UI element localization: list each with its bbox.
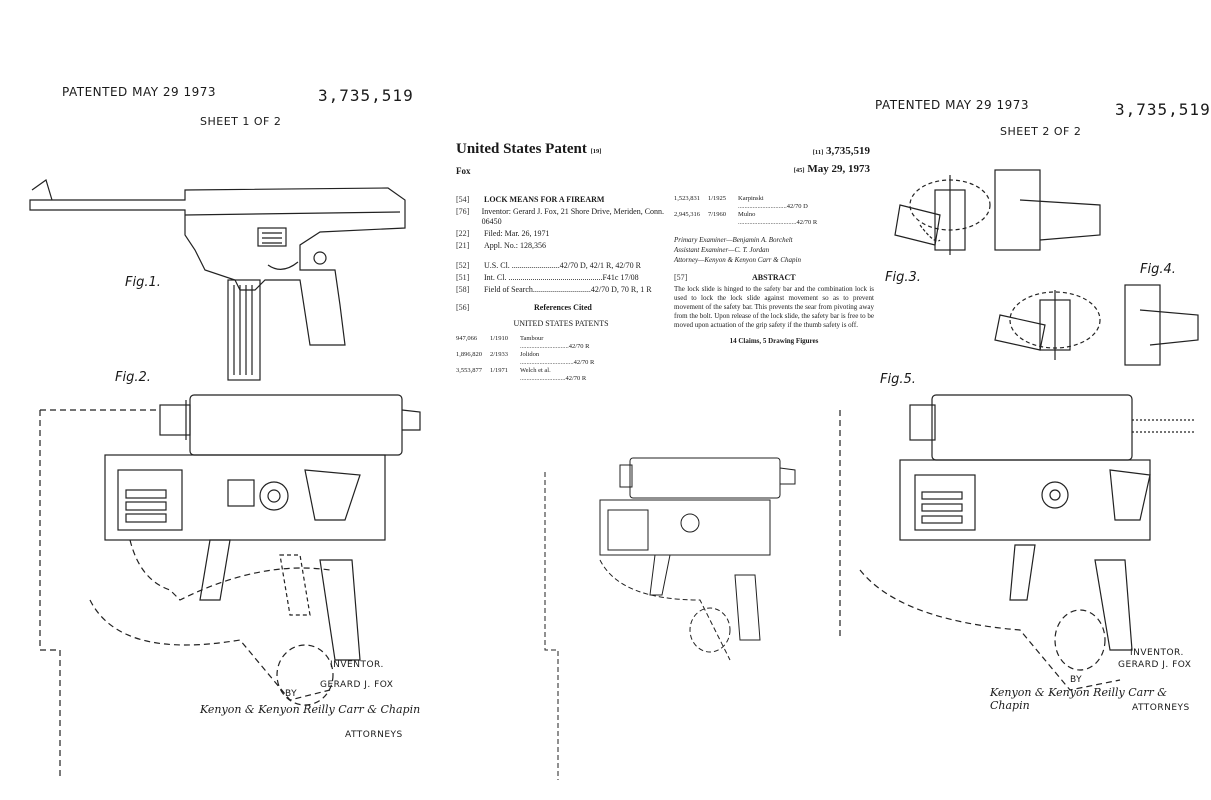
front-left-column: [54]LOCK MEANS FOR A FIREARM [76]Invento… <box>456 195 666 383</box>
fig3-label: Fig.3. <box>885 270 921 285</box>
field-58: [58]Field of Search.....................… <box>456 285 652 294</box>
sheet-2: PATENTED MAY 29 1973 3,735,519 SHEET 2 O… <box>839 0 1210 800</box>
patented-date-sheet1: PATENTED MAY 29 1973 <box>62 85 216 99</box>
field-54: [54]LOCK MEANS FOR A FIREARM <box>456 195 605 204</box>
sheet-1: PATENTED MAY 29 1973 3,735,519 SHEET 1 O… <box>0 0 440 800</box>
patent-title: United States Patent [19] <box>456 141 602 157</box>
patented-date-sheet2: PATENTED MAY 29 1973 <box>875 98 1029 112</box>
inventor-short: Fox <box>456 166 471 176</box>
attorney-signature-sheet2: Kenyon & Kenyon Reilly Carr & Chapin <box>990 686 1167 712</box>
patent-number-front: [11] 3,735,519 <box>812 145 870 157</box>
fig4-drawing <box>994 284 1199 366</box>
abstract-text: The lock slide is hinged to the safety b… <box>674 285 874 329</box>
fig2-mechanism-drawing <box>39 394 421 780</box>
patent-front-page: United States Patent [19] Fox [11] 3,735… <box>448 120 880 383</box>
inventor-name-sheet1: GERARD J. FOX <box>320 680 394 690</box>
fig1-label: Fig.1. <box>125 275 161 290</box>
by-label-sheet1: BY <box>285 689 298 699</box>
fig2-label: Fig.2. <box>115 370 151 385</box>
fig4-label: Fig.4. <box>1140 262 1176 277</box>
inventor-label-sheet1: INVENTOR. <box>330 660 384 670</box>
attorney-signature-sheet1: Kenyon & Kenyon Reilly Carr & Chapin <box>200 703 421 716</box>
field-52: [52]U.S. Cl. ........................42/… <box>456 261 641 270</box>
field-56: [56]References Cited <box>456 303 592 312</box>
fig1-gun-drawing <box>29 179 406 381</box>
patent-number-sheet1: 3,735,519 <box>318 86 414 105</box>
inventor-name-sheet2: GERARD J. FOX <box>1118 660 1192 670</box>
fig5-label: Fig.5. <box>880 372 916 387</box>
primary-examiner: Primary Examiner—Benjamin A. Borchelt <box>674 236 793 244</box>
abstract-heading: [57]ABSTRACT <box>674 273 796 282</box>
by-label-sheet2: BY <box>1070 675 1083 685</box>
patent-number-sheet2: 3,735,519 <box>1115 100 1211 119</box>
assistant-examiner: Assistant Examiner—C. T. Jordan <box>674 246 770 254</box>
figure-1-2-drawing <box>29 179 421 780</box>
patent-date-front: [45] May 29, 1973 <box>793 163 870 175</box>
sheet-label-1: SHEET 1 OF 2 <box>200 115 282 128</box>
us-patents-label: UNITED STATES PATENTS <box>513 319 609 328</box>
attorney-line: Attorney—Kenyon & Kenyon Carr & Chapin <box>674 256 801 264</box>
field-22: [22]Filed: Mar. 26, 1971 <box>456 229 550 238</box>
sheet-label-2: SHEET 2 OF 2 <box>1000 125 1082 138</box>
claims-summary: 14 Claims, 5 Drawing Figures <box>729 337 819 345</box>
field-76: [76]Inventor: Gerard J. Fox, 21 Shore Dr… <box>456 207 665 226</box>
field-21: [21]Appl. No.: 128,356 <box>456 241 546 250</box>
attorneys-label-sheet2: ATTORNEYS <box>1132 703 1190 713</box>
fig3-drawing <box>894 169 1101 255</box>
attorneys-label-sheet1: ATTORNEYS <box>345 730 403 740</box>
inventor-label-sheet2: INVENTOR. <box>1130 648 1184 658</box>
figure-3-4-5-drawing <box>839 169 1199 691</box>
field-51: [51]Int. Cl. ...........................… <box>456 273 639 282</box>
fig5-drawing <box>839 394 1195 691</box>
